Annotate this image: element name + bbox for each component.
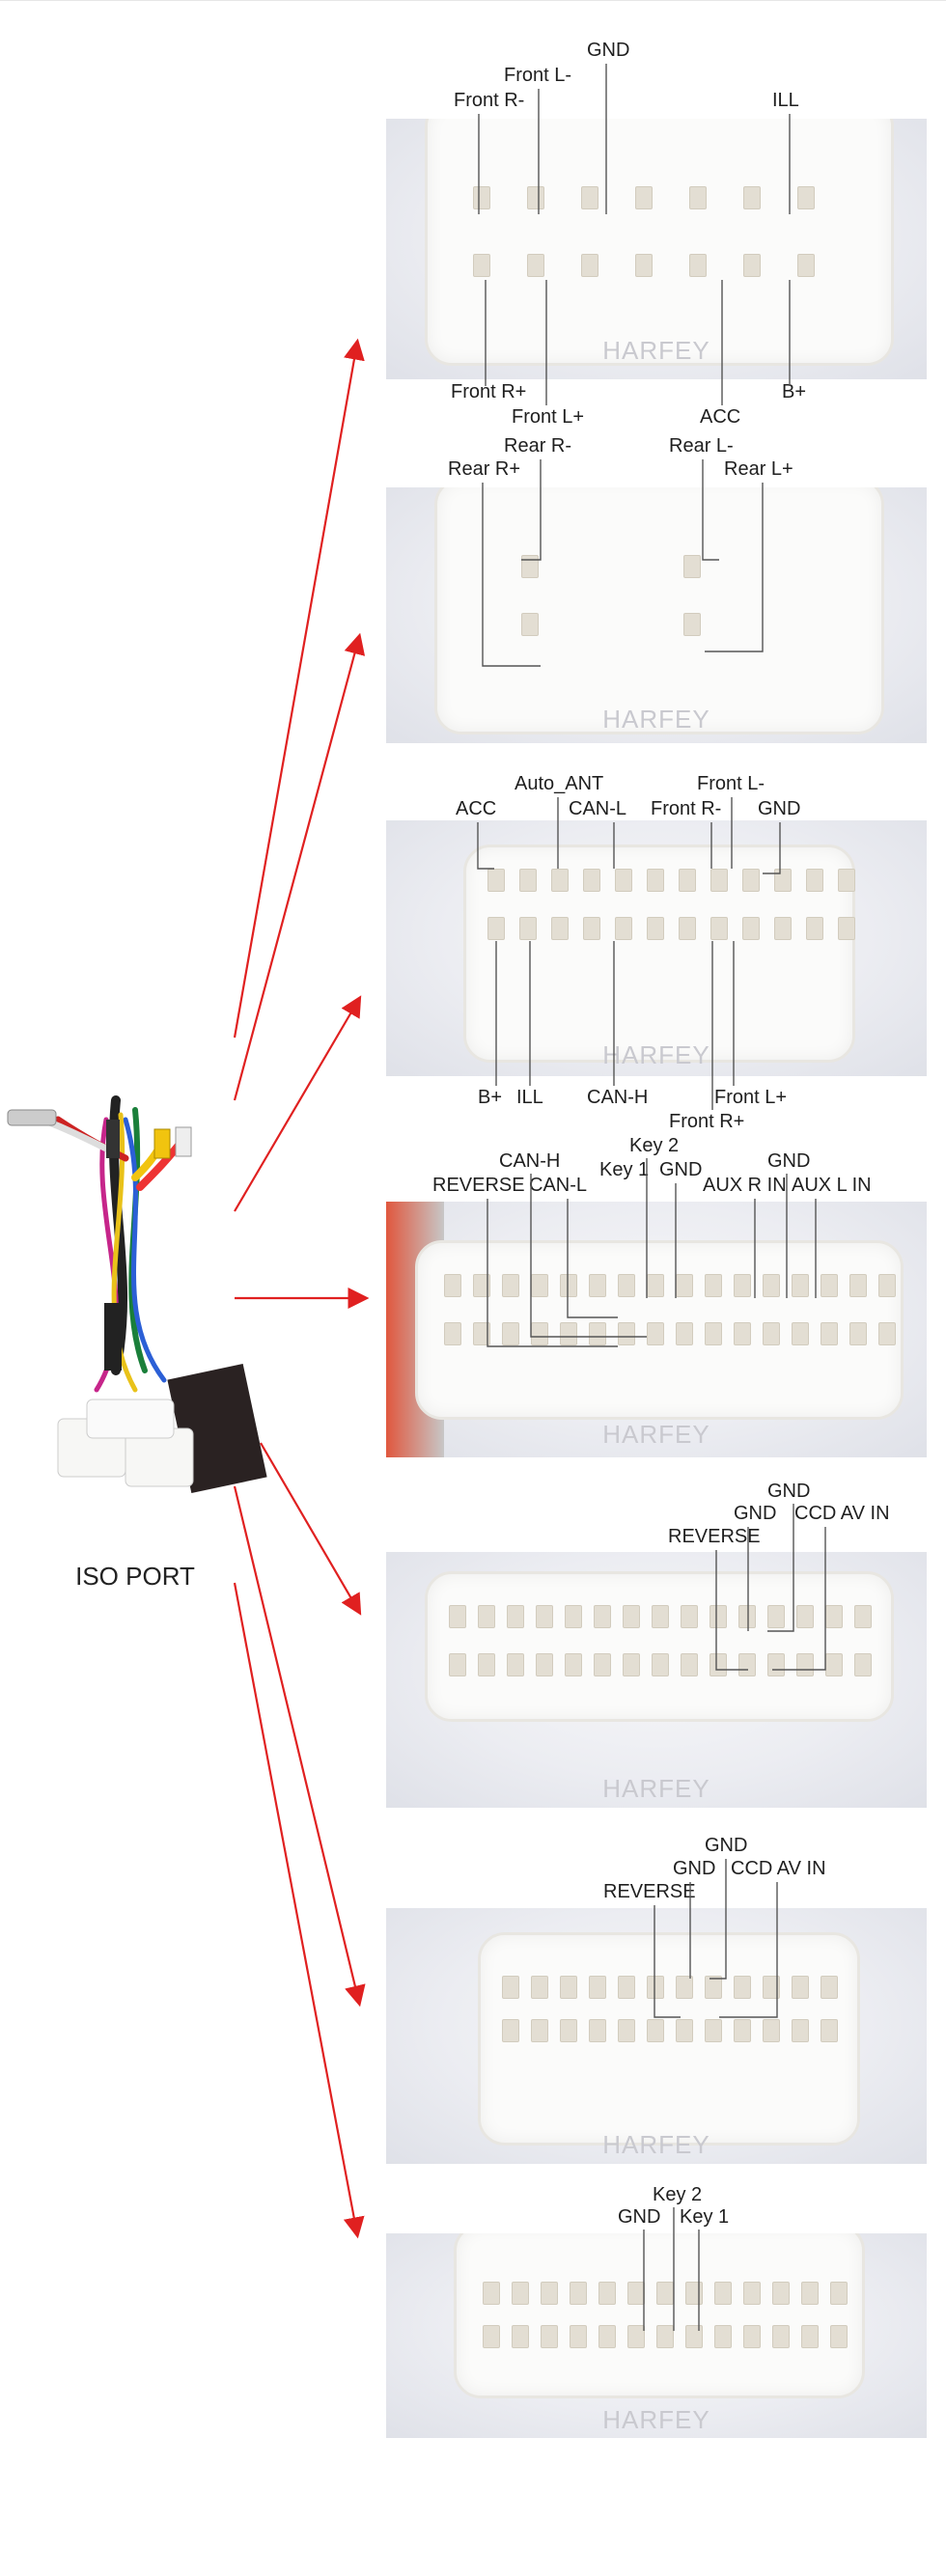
watermark: HARFEY [602, 1040, 710, 1069]
label-front-l-minus: Front L- [697, 773, 765, 794]
label-front-r-plus: Front R+ [669, 1111, 745, 1132]
label-front-r-minus: Front R- [651, 798, 722, 819]
label-key2: Key 2 [653, 2184, 703, 2205]
label-rear-l-plus: Rear L+ [724, 458, 793, 480]
connector-photo-2: HARFEY [386, 487, 927, 743]
label-b-plus: B+ [782, 381, 807, 402]
pin-row [502, 1976, 838, 1999]
watermark: HARFEY [602, 2405, 710, 2434]
connector-body [425, 1571, 894, 1722]
label-front-r-plus: Front R+ [451, 381, 527, 402]
connector-photo-3: HARFEY [386, 820, 927, 1076]
label-ill: ILL [516, 1087, 543, 1108]
label-front-l-plus: Front L+ [714, 1087, 788, 1108]
label-front-l-minus: Front L- [504, 65, 572, 86]
pin-row [487, 869, 855, 892]
label-ccd-av-in: CCD AV IN [731, 1858, 826, 1879]
connector-photo-7: HARFEY [386, 2233, 927, 2438]
connector-photo-4: HARFEY [386, 1202, 927, 1457]
watermark: HARFEY [602, 1774, 710, 1803]
label-reverse: REVERSE [668, 1526, 761, 1547]
label-can-h: CAN-H [587, 1087, 649, 1108]
label-aux-l-in: AUX L IN [792, 1175, 872, 1196]
watermark: HARFEY [602, 705, 710, 734]
pin-row [473, 186, 815, 209]
watermark: HARFEY [602, 1420, 710, 1449]
top-divider [0, 0, 946, 1]
label-key2: Key 2 [629, 1135, 680, 1156]
pin-row [487, 917, 855, 940]
pin-row [444, 1322, 896, 1345]
label-gnd: GND [618, 2206, 661, 2228]
label-reverse: REVERSE [603, 1881, 696, 1902]
watermark: HARFEY [602, 336, 710, 365]
label-rear-r-minus: Rear R- [504, 435, 572, 457]
pin-row [444, 1274, 896, 1297]
connector-body [425, 119, 894, 366]
label-gnd-top: GND [767, 1481, 811, 1502]
connector-photo-1: HARFEY [386, 119, 927, 379]
label-acc: ACC [456, 798, 497, 819]
pin-row [521, 555, 701, 578]
pin-row [521, 613, 701, 636]
label-front-l-plus: Front L+ [512, 406, 585, 428]
label-can-l: CAN-L [529, 1175, 588, 1196]
iso-harness-image [7, 1095, 267, 1494]
pin-row [483, 2325, 848, 2348]
label-gnd: GND [758, 798, 801, 819]
label-ill: ILL [772, 90, 799, 111]
label-gnd: GND [587, 40, 630, 61]
label-can-l: CAN-L [569, 798, 627, 819]
label-gnd: GND [659, 1159, 703, 1180]
label-gnd: GND [673, 1858, 716, 1879]
label-gnd-top: GND [705, 1835, 748, 1856]
watermark: HARFEY [602, 2130, 710, 2159]
label-aux-r-in: AUX R IN [703, 1175, 787, 1196]
connector-body [434, 487, 884, 734]
label-reverse: REVERSE [432, 1175, 525, 1196]
label-auto-ant: Auto_ANT [515, 773, 604, 794]
label-key1: Key 1 [599, 1159, 650, 1180]
iso-port-caption: ISO PORT [75, 1562, 195, 1591]
pin-row [483, 2282, 848, 2305]
pin-row [449, 1605, 872, 1628]
pin-row [473, 254, 815, 277]
label-b-plus: B+ [478, 1087, 503, 1108]
label-front-r-minus: Front R- [454, 90, 525, 111]
connector-photo-5: HARFEY [386, 1552, 927, 1808]
label-key1: Key 1 [680, 2206, 730, 2228]
label-acc: ACC [700, 406, 741, 428]
label-gnd-top: GND [767, 1150, 811, 1172]
label-can-h: CAN-H [499, 1150, 561, 1172]
connector-body [454, 2233, 865, 2398]
connector-photo-6: HARFEY [386, 1908, 927, 2164]
label-rear-r-plus: Rear R+ [448, 458, 521, 480]
label-gnd: GND [734, 1503, 777, 1524]
label-ccd-av-in: CCD AV IN [794, 1503, 890, 1524]
label-rear-l-minus: Rear L- [669, 435, 734, 457]
pin-row [449, 1653, 872, 1676]
pin-row [502, 2019, 838, 2042]
